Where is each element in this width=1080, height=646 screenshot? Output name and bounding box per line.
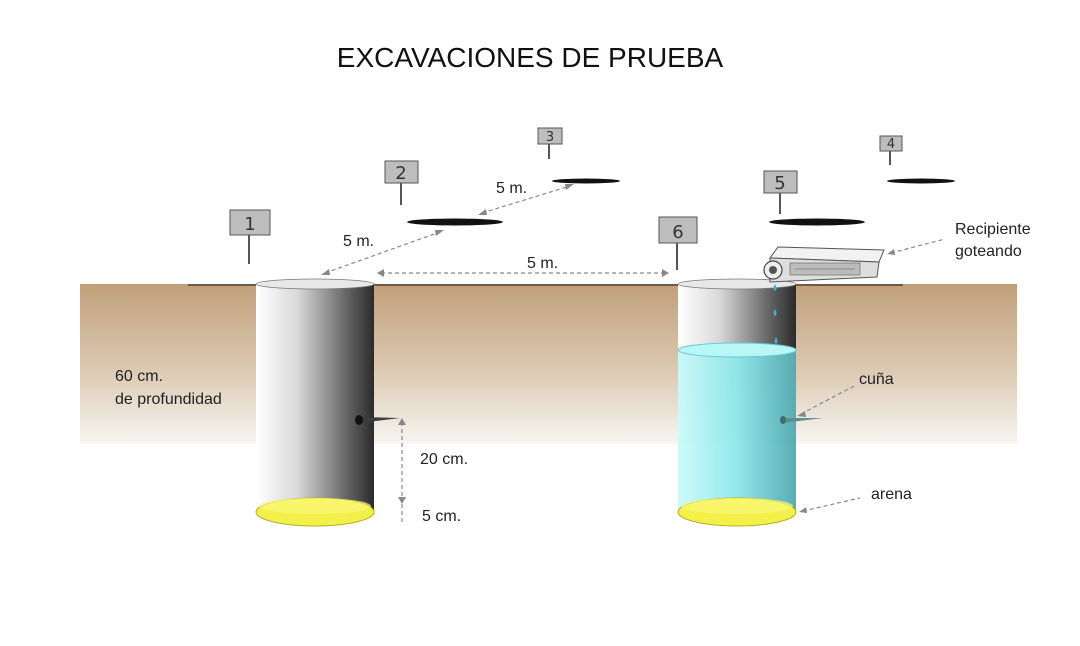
container-label-line1: Recipiente — [955, 221, 1031, 238]
hole-5 — [769, 218, 865, 226]
sign-5: 5 — [763, 170, 798, 214]
pit-left — [255, 278, 400, 527]
wedge-label: cuña — [859, 371, 894, 388]
sign-4-label: 4 — [887, 137, 895, 152]
height-5-label: 5 cm. — [422, 508, 461, 525]
container-label-line2: goteando — [955, 243, 1022, 260]
pit-right — [677, 278, 823, 527]
page-title: EXCAVACIONES DE PRUEBA — [337, 42, 724, 73]
sign-5-label: 5 — [774, 173, 785, 194]
depth-label-line2: de profundidad — [115, 391, 222, 408]
hole-4 — [887, 178, 955, 184]
soil-layer — [80, 284, 1017, 444]
distance-label-a: 5 m. — [343, 233, 374, 250]
distance-label-c: 5 m. — [527, 255, 558, 272]
depth-label-line1: 60 cm. — [115, 368, 163, 385]
hole-2 — [407, 218, 503, 226]
sign-4: 4 — [879, 135, 903, 165]
sign-1-label: 1 — [244, 214, 255, 235]
hole-3 — [552, 178, 620, 184]
dripping-container-icon — [763, 246, 885, 283]
sand-label: arena — [871, 486, 912, 503]
sign-2-label: 2 — [395, 163, 406, 184]
distance-arrowheads — [321, 184, 895, 513]
sign-2: 2 — [384, 160, 419, 205]
sign-3: 3 — [537, 127, 563, 159]
sign-6-label: 6 — [672, 222, 683, 243]
sign-6: 6 — [658, 216, 698, 270]
sign-1: 1 — [229, 209, 271, 264]
sign-3-label: 3 — [546, 130, 554, 145]
distance-label-b: 5 m. — [496, 180, 527, 197]
distance-lines — [324, 185, 946, 524]
height-20-label: 20 cm. — [420, 451, 468, 468]
